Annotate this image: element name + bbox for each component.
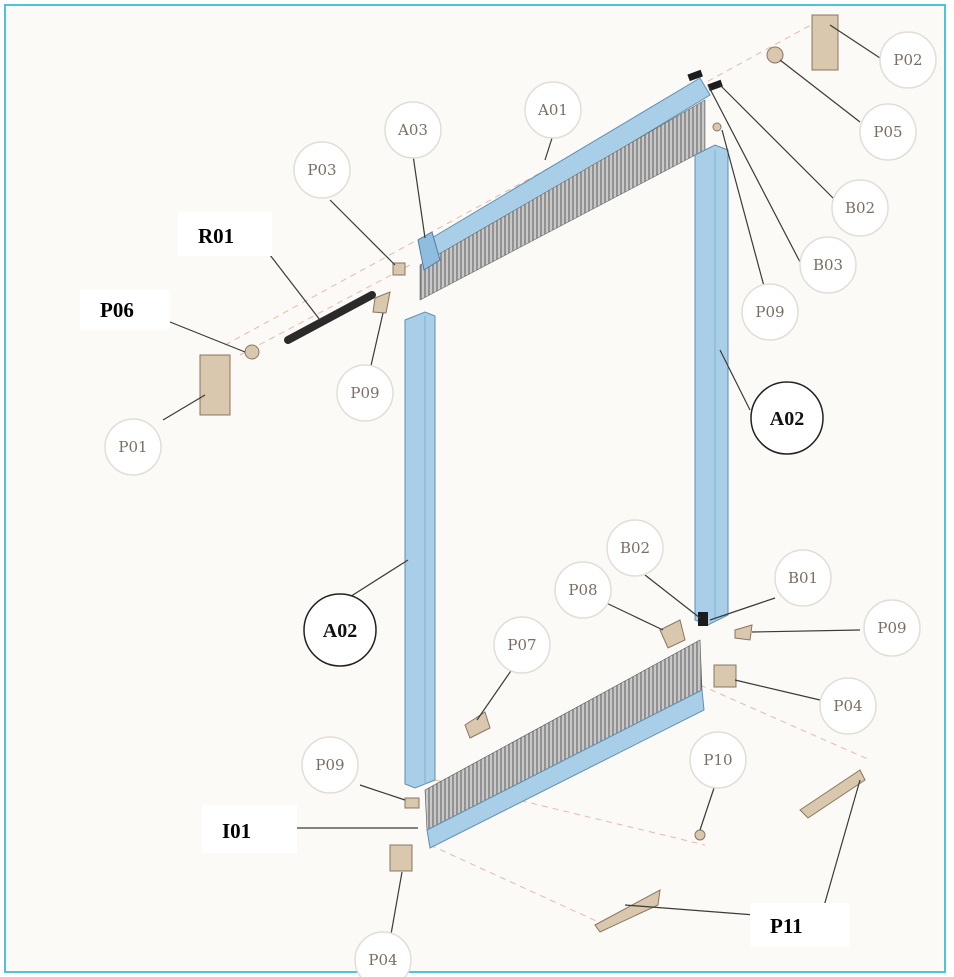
label-r01: R01	[198, 224, 234, 248]
plug-p03-shape	[392, 262, 406, 276]
label-p06: P06	[100, 298, 134, 322]
small-parts	[199, 14, 866, 933]
latch-p07-shape	[464, 711, 491, 739]
label-p10: P10	[703, 751, 732, 769]
top-profile-a01	[417, 77, 711, 301]
label-b03: B03	[813, 256, 843, 274]
bottom-profile-i01	[424, 639, 705, 849]
bracket-p02-shape	[811, 14, 839, 71]
label-b01: B01	[788, 569, 818, 587]
label-i01: I01	[222, 819, 251, 843]
cap-p05-shape	[766, 46, 784, 64]
bracket-p04-right-shape	[713, 664, 737, 688]
label-b02-top: B02	[845, 199, 875, 217]
leader-lines	[159, 24, 881, 941]
label-p02: P02	[893, 51, 922, 69]
label-p09-left-bottom: P09	[315, 756, 344, 774]
label-p04-right: P04	[833, 697, 862, 715]
wedge-p11-right-shape	[799, 769, 866, 819]
label-p11: P11	[770, 914, 803, 938]
label-p03: P03	[307, 161, 336, 179]
pin-p09-right-top-shape	[712, 122, 722, 132]
cap-p06-shape	[244, 344, 260, 360]
label-a02-left: A02	[323, 620, 357, 642]
label-a01: A01	[537, 101, 568, 119]
handle-p08-shape	[659, 619, 686, 649]
label-a03: A03	[397, 121, 428, 139]
clip-p09-left-top-shape	[372, 291, 391, 314]
label-a02-right: A02	[770, 408, 804, 430]
end-caps-b02-b03	[687, 69, 723, 626]
wedge-p11-left-shape	[594, 889, 661, 933]
bracket-p01-shape	[199, 354, 231, 416]
rod-r01	[284, 291, 376, 344]
callout-circles	[104, 31, 937, 977]
label-p08: P08	[568, 581, 597, 599]
label-p09-right-top: P09	[755, 303, 784, 321]
label-boxes	[80, 212, 850, 947]
left-profile-a02	[404, 311, 436, 789]
label-p09-right-bottom: P09	[877, 619, 906, 637]
label-p07: P07	[507, 636, 536, 654]
label-p05: P05	[873, 123, 902, 141]
screw-p10-shape	[694, 829, 706, 841]
label-p04-bottom: P04	[368, 951, 397, 969]
callout-circles-bold	[303, 381, 824, 667]
clip-p09-left-bottom-shape	[404, 797, 420, 809]
clip-p09-right-bottom-shape	[734, 624, 753, 641]
label-p09-left-top: P09	[350, 384, 379, 402]
label-p01: P01	[118, 438, 147, 456]
bracket-p04-bottom-shape	[389, 844, 413, 872]
right-profile-a02	[694, 144, 729, 626]
label-b02-bottom: B02	[620, 539, 650, 557]
